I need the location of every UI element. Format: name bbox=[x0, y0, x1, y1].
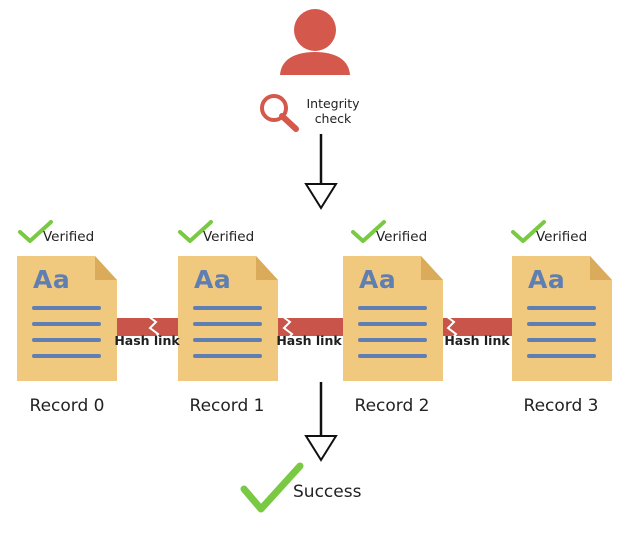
record-2-glyph: Aa bbox=[359, 265, 397, 294]
verified-check-icon-2 bbox=[351, 220, 386, 243]
record-label-1: Record 1 bbox=[189, 396, 265, 416]
verified-check-icon-3 bbox=[511, 220, 546, 243]
user-icon bbox=[280, 9, 350, 75]
integrity-check-title: Integrity check bbox=[293, 96, 373, 126]
hash-link-bar-0 bbox=[115, 315, 179, 340]
record-label-0: Record 0 bbox=[29, 396, 105, 416]
record-1-glyph: Aa bbox=[194, 265, 232, 294]
verified-label-1: Verified bbox=[203, 229, 255, 245]
success-check-icon bbox=[240, 462, 304, 513]
hash-link-bar-2 bbox=[441, 315, 514, 340]
bottom-arrow bbox=[304, 382, 338, 462]
record-0-document bbox=[17, 256, 117, 381]
integrity-check-text: Integrity check bbox=[306, 96, 360, 126]
record-0-glyph: Aa bbox=[33, 265, 71, 294]
record-3-document bbox=[512, 256, 612, 381]
record-label-3: Record 3 bbox=[523, 396, 599, 416]
top-arrow bbox=[304, 134, 338, 210]
verified-label-3: Verified bbox=[536, 229, 588, 245]
verified-label-0: Verified bbox=[43, 229, 95, 245]
success-label: Success bbox=[293, 482, 362, 502]
hash-link-label-2: Hash link bbox=[444, 333, 510, 348]
verified-label-2: Verified bbox=[376, 229, 428, 245]
record-1-document bbox=[178, 256, 278, 381]
hash-link-bar-1 bbox=[277, 315, 344, 340]
hash-link-label-0: Hash link bbox=[114, 333, 180, 348]
record-2-document bbox=[343, 256, 443, 381]
verified-check-icon-1 bbox=[178, 220, 213, 243]
verified-check-icon-0 bbox=[18, 220, 53, 243]
record-3-glyph: Aa bbox=[528, 265, 566, 294]
record-label-2: Record 2 bbox=[354, 396, 430, 416]
hash-link-label-1: Hash link bbox=[276, 333, 342, 348]
magnifier-icon bbox=[260, 94, 299, 132]
